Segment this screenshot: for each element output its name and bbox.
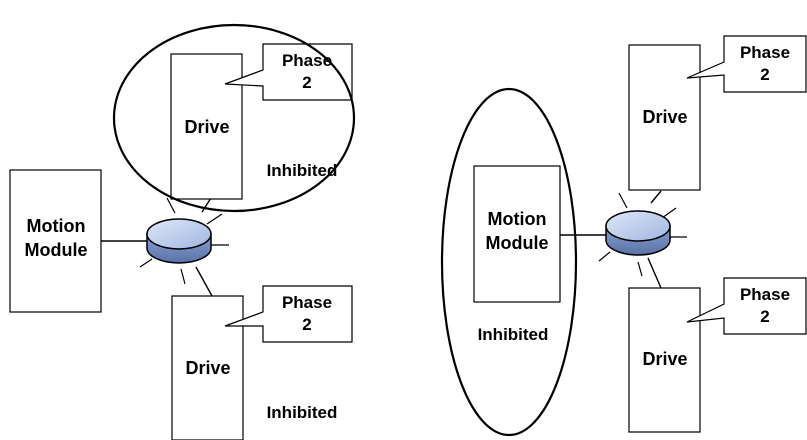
right-inhibited-ellipse bbox=[440, 87, 578, 437]
left-drive-bottom-label: Drive bbox=[185, 358, 230, 378]
right-motion-module-line2: Module bbox=[486, 233, 549, 253]
left-drive-top-callout-line2: 2 bbox=[302, 73, 311, 92]
right-drive-bottom: Drive bbox=[628, 287, 701, 433]
left-drive-bottom-phase-callout: Phase 2 bbox=[224, 285, 353, 343]
left-drive-top-callout-line1: Phase bbox=[282, 51, 332, 70]
left-motion-module: Motion Module bbox=[9, 169, 102, 313]
right-drive-bottom-phase-callout: Phase 2 bbox=[686, 277, 807, 335]
left-link-switch-top-drive bbox=[201, 197, 212, 213]
left-drive-bottom-status: Inhibited bbox=[267, 403, 338, 422]
left-motion-module-line1: Motion bbox=[27, 216, 86, 236]
left-motion-module-line2: Module bbox=[25, 240, 88, 260]
left-drive-top-label: Drive bbox=[184, 117, 229, 137]
right-motion-module-line1: Motion bbox=[488, 209, 547, 229]
left-scenario: Motion Module Drive Phase 2 Inhibited bbox=[9, 23, 356, 440]
right-drive-bottom-callout-line1: Phase bbox=[740, 285, 790, 304]
left-drive-bottom-callout-line2: 2 bbox=[302, 315, 311, 334]
right-network-switch-icon bbox=[598, 192, 687, 277]
left-drive-top-status: Inhibited bbox=[267, 161, 338, 180]
right-motion-module-status: Inhibited bbox=[478, 325, 549, 344]
right-drive-top-phase-callout: Phase 2 bbox=[686, 35, 807, 93]
right-drive-top-label: Drive bbox=[642, 107, 687, 127]
right-motion-module: Motion Module bbox=[473, 165, 561, 303]
right-link-switch-bottom-drive bbox=[647, 257, 662, 289]
left-drive-top-phase-callout: Phase 2 bbox=[224, 43, 353, 101]
right-link-switch-top-drive bbox=[650, 190, 662, 204]
right-drive-top: Drive bbox=[628, 44, 701, 191]
left-inhibited-ellipse bbox=[112, 23, 356, 213]
right-drive-bottom-callout-line2: 2 bbox=[760, 307, 769, 326]
left-drive-bottom-callout-line1: Phase bbox=[282, 293, 332, 312]
left-link-switch-bottom-drive bbox=[195, 266, 213, 297]
right-scenario: Motion Module Inhibited Drive Phase 2 bbox=[440, 35, 807, 437]
left-drive-bottom: Drive bbox=[171, 295, 244, 440]
right-drive-bottom-label: Drive bbox=[642, 349, 687, 369]
left-drive-top: Drive bbox=[170, 53, 243, 200]
left-network-switch-icon bbox=[139, 197, 229, 285]
right-drive-top-callout-line2: 2 bbox=[760, 65, 769, 84]
right-drive-top-callout-line1: Phase bbox=[740, 43, 790, 62]
